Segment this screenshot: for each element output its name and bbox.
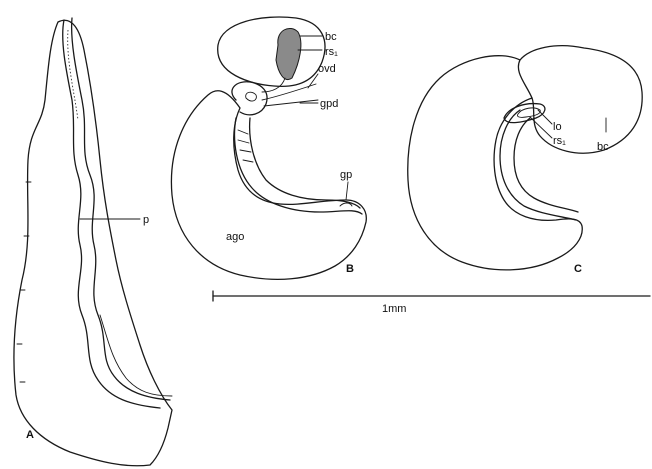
label-rs-b: rs₁	[325, 46, 338, 58]
label-p: p	[143, 214, 149, 226]
panel-label-c: C	[574, 263, 582, 275]
panel-a-edge-ticks	[17, 182, 31, 382]
panel-b-albumen-gland	[171, 91, 366, 280]
label-bc-b: bc	[325, 31, 337, 43]
label-rs-c: rs₁	[553, 135, 566, 147]
label-gp: gp	[340, 169, 352, 181]
panel-b-channel-inner	[250, 118, 360, 208]
panel-a-inner-line	[100, 315, 172, 396]
label-lo: lo	[553, 121, 562, 133]
panel-c-receptaculum-oval	[517, 108, 540, 117]
panel-label-a: A	[26, 429, 34, 441]
scale-bar	[213, 291, 650, 301]
label-ago: ago	[226, 231, 244, 243]
leader-lo	[538, 110, 552, 124]
panel-a-drawing	[14, 18, 172, 466]
label-gpd: gpd	[320, 98, 338, 110]
panel-c-drawing	[408, 46, 642, 270]
label-bc-c: bc	[597, 141, 609, 153]
panel-label-b: B	[346, 263, 354, 275]
panel-c-body-outline	[408, 56, 583, 270]
panel-b-bursa-copulatrix	[218, 17, 325, 86]
panel-a-tube-line-right	[72, 18, 170, 400]
panel-c-channel-outer	[500, 110, 576, 220]
panel-b-channel-hatch	[238, 130, 253, 162]
scale-bar-label: 1mm	[382, 303, 406, 315]
panel-b-coil	[232, 82, 267, 115]
panel-b-receptaculum	[276, 28, 301, 79]
leader-gp	[346, 182, 348, 200]
panel-b-genital-pore	[340, 203, 352, 206]
panel-c-bursa-copulatrix	[518, 46, 642, 154]
label-ovd: ovd	[318, 63, 336, 75]
panel-b-coil-inner	[246, 92, 257, 101]
